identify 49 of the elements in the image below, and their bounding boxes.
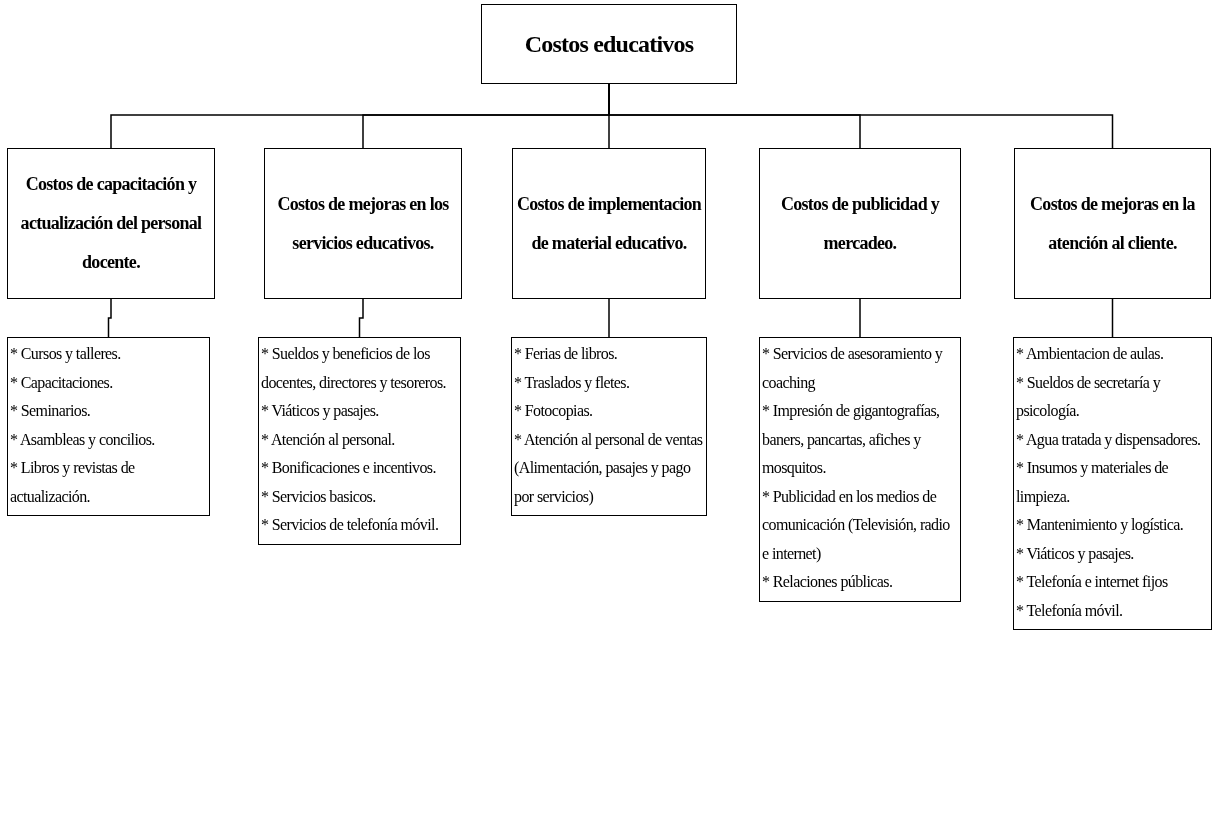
list-item: * Telefonía móvil. bbox=[1016, 600, 1124, 621]
category-box bbox=[7, 148, 215, 299]
category-box bbox=[1014, 148, 1211, 299]
connector-line bbox=[608, 298, 610, 338]
list-item: * Bonificaciones e incentivos. bbox=[261, 458, 437, 478]
list-item: * Servicios de asesoramiento y coaching bbox=[762, 344, 944, 394]
list-item: * Ferias de libros. bbox=[514, 344, 619, 364]
list-item: * Ambientacion de aulas. bbox=[1016, 344, 1165, 364]
category-heading: Costos de publicidad y mercadeo. bbox=[779, 192, 941, 255]
list-item: * Servicios de telefonía móvil. bbox=[261, 515, 440, 535]
list-item: * Atención al personal de ventas (Alimentación, pasajes y pago por servicios) bbox=[514, 429, 704, 508]
list-item: * Relaciones públicas. bbox=[762, 572, 894, 593]
connector-line bbox=[358, 298, 364, 338]
category-heading: Costos de mejoras en los servicios educativos. bbox=[276, 192, 450, 255]
list-item: * Seminarios. bbox=[10, 401, 92, 421]
list-item: * Traslados y fletes. bbox=[514, 372, 631, 394]
list-item: * Fotocopias. bbox=[514, 401, 594, 422]
list-item: * Atención al personal. bbox=[261, 429, 396, 451]
list-item: * Agua tratada y dispensadores. bbox=[1016, 429, 1202, 451]
list-item: * Viáticos y pasajes. bbox=[261, 401, 380, 422]
list-item: * Libros y revistas de actualización. bbox=[10, 458, 136, 507]
category-box bbox=[264, 148, 462, 299]
list-item: * Publicidad en los medios de comunicación (Televisión, radio e internet) bbox=[762, 486, 951, 565]
list-item: * Sueldos de secretaría y psicología. bbox=[1016, 372, 1162, 422]
list-item: * Telefonía e internet fijos bbox=[1016, 572, 1169, 593]
list-box bbox=[1013, 337, 1212, 630]
connector-line bbox=[1111, 298, 1114, 338]
list-box bbox=[7, 337, 210, 516]
connector-line bbox=[107, 298, 112, 338]
list-item: * Cursos y talleres. bbox=[10, 344, 122, 365]
connector-line bbox=[859, 298, 861, 338]
list-item: * Viáticos y pasajes. bbox=[1016, 543, 1135, 565]
list-item: * Sueldos y beneficios de los docentes, directores y tesoreros. bbox=[261, 344, 447, 394]
category-heading: Costos de capacitación y actualización del personal docente. bbox=[19, 173, 203, 274]
category-box bbox=[759, 148, 961, 299]
list-box bbox=[258, 337, 461, 545]
list-item: * Asambleas y concilios. bbox=[10, 429, 156, 451]
list-box bbox=[759, 337, 961, 602]
list-item: * Insumos y materiales de limpieza. bbox=[1016, 458, 1170, 508]
list-item: * Impresión de gigantografías, baners, pancartas, afiches y mosquitos. bbox=[762, 401, 941, 479]
list-item: * Capacitaciones. bbox=[10, 372, 114, 394]
category-heading: Costos de implementacion de material educativo. bbox=[516, 192, 702, 255]
category-box bbox=[512, 148, 706, 299]
root-heading: Costos educativos bbox=[524, 30, 694, 58]
list-box bbox=[511, 337, 707, 516]
root-box bbox=[481, 4, 737, 84]
list-item: * Mantenimiento y logística. bbox=[1016, 515, 1185, 536]
category-heading: Costos de mejoras en la atención al cliente. bbox=[1029, 192, 1196, 255]
list-item: * Servicios basicos. bbox=[261, 486, 377, 507]
